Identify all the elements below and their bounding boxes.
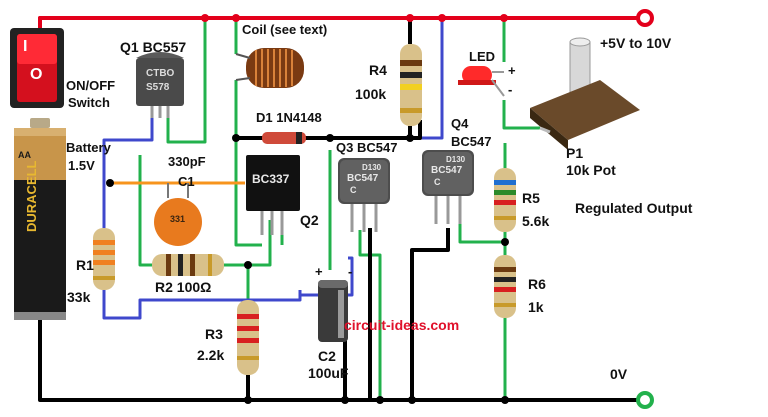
p1-potentiometer [530,37,640,150]
label-q4-type: BC547 [451,134,492,149]
label-r4-value: 100k [355,86,387,102]
d1-diode [262,132,306,144]
wire-green-q1 [166,18,207,144]
r3-resistor [237,300,259,375]
wire-blue-r1-bottom [102,290,302,320]
label-r2: R2 100Ω [155,279,212,295]
q4-transistor [422,150,474,224]
wire-green-r2-r3 [224,263,250,300]
wire-green-q4-r5 [458,222,505,244]
wire-green-led-pot [502,100,540,130]
label-r5: R5 [522,190,540,206]
label-switch-line1: ON/OFF [66,78,116,93]
wire-blue-right [298,256,354,297]
c1-code-marking: 331 [170,214,186,224]
label-p1: P1 [566,145,584,161]
terminal-positive [636,9,654,27]
label-ground: 0V [610,366,628,382]
label-battery-line2: 1.5V [68,158,95,173]
q3-type-marking: BC547 [347,173,379,184]
label-regulated-output: Regulated Output [575,200,693,216]
r2-resistor [152,254,224,276]
q3-transistor [338,158,390,232]
wire-blue-q1-r1 [102,115,154,228]
c2-capacitor [318,280,348,342]
switch-off-mark: O [30,66,43,83]
q1-marking-top: CTBO [146,68,175,79]
junction-dots-black [106,134,509,404]
wire-green-q2-r3 [248,220,272,267]
q3-c-marking: C [350,185,357,195]
label-led-minus: - [508,82,513,97]
label-r1-value: 33k [67,289,91,305]
label-r3-value: 2.2k [197,347,225,363]
label-coil: Coil (see text) [242,22,328,37]
r6-resistor [494,255,516,318]
r5-resistor [494,168,516,232]
label-r4: R4 [369,62,387,78]
label-supply: +5V to 10V [600,35,672,51]
label-q3: Q3 BC547 [336,140,398,155]
junction-dots [201,14,508,22]
coil-inductor [235,48,304,88]
label-r6-value: 1k [528,299,544,315]
r4-resistor [400,44,422,126]
wire-black-q4 [410,228,450,400]
battery-size-mark: AA [18,150,31,160]
switch-on-mark: I [23,38,28,55]
q1-marking-mid: S578 [146,82,170,93]
q3-code-marking: D130 [362,163,382,172]
wire-green-r2 [138,155,152,267]
wire-black-ground [38,320,642,402]
q4-type-marking: BC547 [431,165,463,176]
label-led-plus: + [508,63,516,78]
label-battery-line1: Battery [66,140,111,155]
label-p1-value: 10k Pot [566,162,616,178]
label-c2-value: 100uF [308,365,349,381]
label-r6: R6 [528,276,546,292]
label-c2-plus: + [315,264,323,279]
q1-transistor [136,52,184,118]
q2-chip-marking: BC337 [252,172,290,186]
battery-aa [14,118,66,320]
label-r3: R3 [205,326,223,342]
label-d1: D1 1N4148 [256,110,322,125]
label-c1: C1 [178,174,195,189]
label-r1: R1 [76,257,94,273]
label-r5-value: 5.6k [522,213,550,229]
q4-c-marking: C [434,177,441,187]
label-q2: Q2 [300,212,319,228]
label-led: LED [469,49,495,64]
q4-code-marking: D130 [446,155,466,164]
label-q4: Q4 [451,116,469,131]
label-switch-line2: Switch [68,95,110,110]
watermark: circuit-ideas.com [344,317,460,333]
onoff-switch [10,28,64,108]
wires-red [38,16,644,30]
q2-transistor [246,155,300,235]
label-c2: C2 [318,348,336,364]
led [458,66,505,97]
label-c1-value: 330pF [168,154,206,169]
c1-capacitor [154,183,202,246]
label-c2-minus: - [348,264,353,279]
battery-brand-mark: DURACELL [24,160,39,233]
r1-resistor [93,228,115,290]
wires-black [38,18,642,402]
terminal-ground [636,391,654,409]
label-q1: Q1 BC557 [120,39,187,55]
